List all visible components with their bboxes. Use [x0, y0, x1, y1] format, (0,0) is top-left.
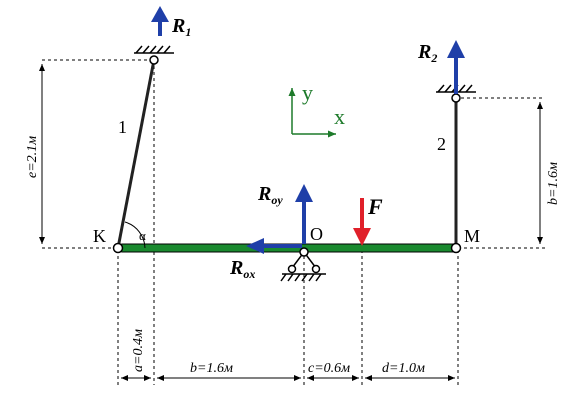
axis-y-label: y	[302, 80, 313, 105]
dimension-b-right-label: b=1.6м	[546, 162, 561, 205]
alpha-arc	[124, 221, 146, 249]
point-o-label: O	[310, 224, 323, 244]
dimension-b-label: b=1.6м	[190, 361, 233, 376]
hinge-top-left	[149, 55, 159, 65]
hinge-top-right	[451, 93, 461, 103]
force-rox-label: Rox	[229, 257, 255, 281]
dimension-a-label: a=0.4м	[131, 329, 146, 372]
coordinate-axes	[288, 88, 336, 138]
alpha-label: α	[139, 228, 146, 243]
axis-x-label: x	[334, 104, 345, 129]
rod-1	[116, 59, 156, 249]
force-r1-label: R1	[171, 15, 191, 39]
support-o	[280, 247, 326, 282]
dimension-e-label: e=2.1м	[25, 136, 40, 178]
rod-1-label: 1	[118, 117, 127, 137]
force-f-arrow	[353, 198, 371, 246]
force-r2-arrow	[447, 40, 465, 94]
dimension-c-label: c=0.6м	[308, 361, 350, 376]
dimension-d-label: d=1.0м	[382, 361, 425, 376]
point-k-label: K	[93, 226, 106, 246]
force-r1-arrow	[151, 6, 169, 36]
force-roy-label: Roy	[257, 183, 283, 207]
force-rox-arrow	[246, 238, 302, 254]
force-r2-label: R2	[417, 41, 437, 65]
support-top-left	[134, 45, 174, 54]
hinge-k	[112, 242, 124, 254]
hinge-m	[450, 242, 462, 254]
dashed-guides	[42, 59, 545, 385]
point-m-label: M	[464, 226, 480, 246]
force-f-label: F	[367, 194, 383, 219]
rod-2-label: 2	[437, 134, 446, 154]
force-roy-arrow	[295, 184, 313, 244]
